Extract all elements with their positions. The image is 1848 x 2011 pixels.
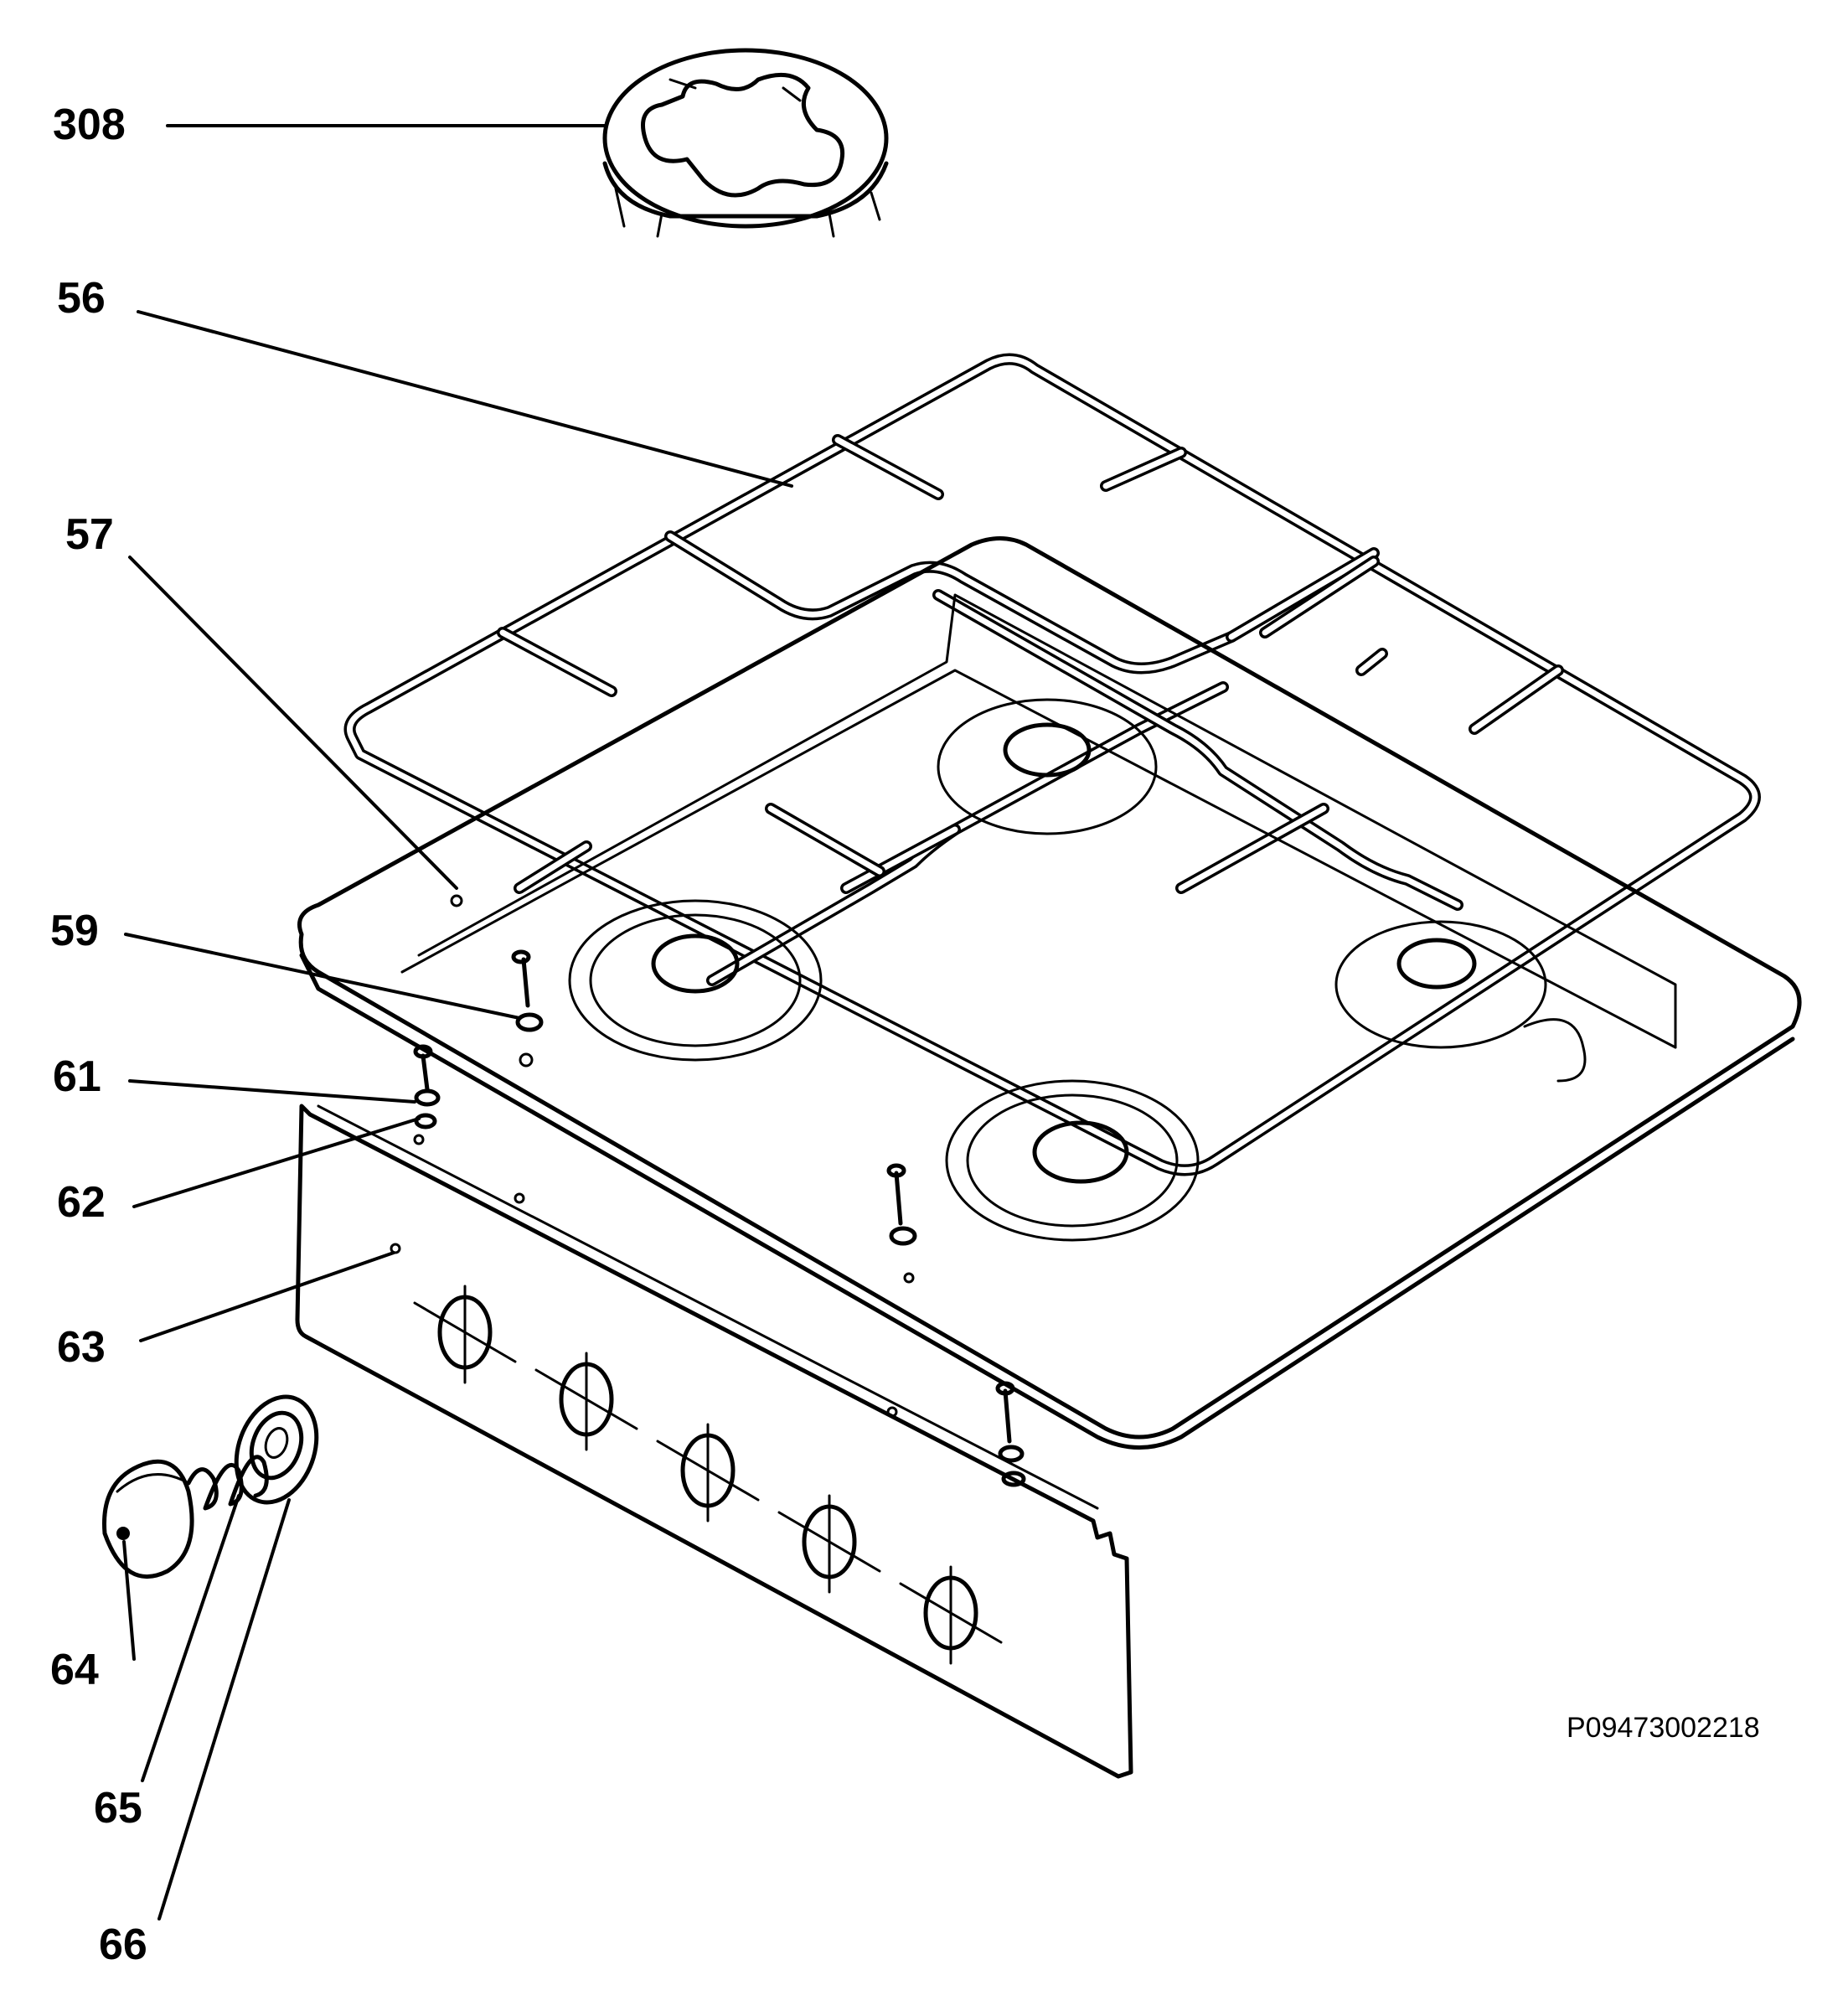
burner-cap-part-308: [602, 48, 889, 238]
screws-and-washers: [413, 949, 1026, 1487]
knob-part-64: [102, 1459, 194, 1579]
callout-63: 63: [57, 1323, 106, 1372]
drawing-code: P09473002218: [1567, 1712, 1760, 1744]
bezel-part-66: [234, 1394, 319, 1505]
callout-308: 308: [53, 101, 126, 149]
callout-57: 57: [65, 510, 114, 559]
leader-lines: [122, 124, 793, 1921]
callout-61: 61: [53, 1052, 101, 1101]
callout-66: 66: [99, 1921, 147, 1969]
knob-holes: [413, 1285, 1003, 1665]
callout-64: 64: [50, 1646, 99, 1694]
callout-labels: 308 56 57 59 61 62 63 64 65 66: [50, 101, 147, 1969]
control-panel-part-63: [295, 1104, 1133, 1779]
hob-top-part-57: [297, 536, 1802, 1450]
callout-65: 65: [94, 1784, 142, 1833]
callout-62: 62: [57, 1178, 106, 1227]
callout-59: 59: [50, 907, 99, 955]
pan-support-part-56: [343, 353, 1761, 1176]
callout-56: 56: [57, 274, 106, 323]
